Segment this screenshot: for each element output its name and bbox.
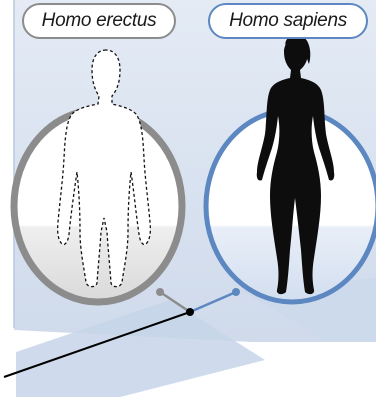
erectus-label: Homo erectus — [22, 3, 176, 39]
sapiens-ring-anchor — [232, 288, 240, 296]
sapiens-label: Homo sapiens — [208, 3, 368, 39]
pointer-junction-dot — [186, 308, 194, 316]
erectus-ring-anchor — [156, 288, 164, 296]
